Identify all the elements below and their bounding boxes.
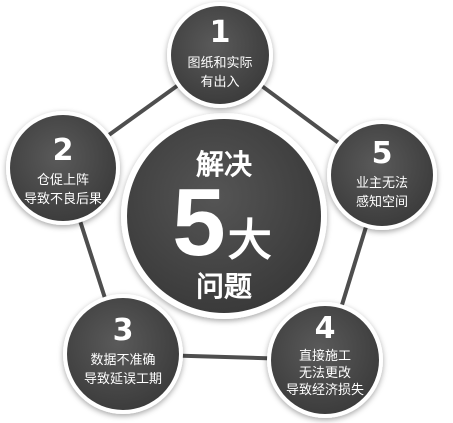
node-1-line-2: 有出入 (200, 75, 239, 90)
node-4: 4 直接施工 无法更改 导致经济损失 (267, 302, 383, 418)
node-1: 1 图纸和实际 有出入 (167, 2, 273, 108)
node-2-line-1: 仓促上阵 (37, 173, 89, 188)
node-2-number: 2 (53, 133, 74, 168)
node-2-line-2: 导致不良后果 (24, 191, 102, 207)
node-2: 2 仓促上阵 导致不良后果 (6, 111, 120, 225)
node-3-number: 3 (113, 313, 134, 348)
center-circle: 解决 5大 问题 (121, 113, 327, 319)
node-3-line-1: 数据不准确 (90, 353, 155, 368)
center-big-text: 5大 (172, 169, 271, 276)
center-line1: 解决 (196, 148, 252, 181)
node-1-line-1: 图纸和实际 (187, 56, 252, 71)
center-line3: 问题 (196, 270, 252, 303)
node-4-number: 4 (315, 311, 336, 346)
node-5-line-1: 业主无法 (356, 176, 408, 191)
node-4-line-2: 无法更改 (299, 366, 351, 381)
node-5-line-2: 感知空间 (356, 194, 408, 210)
node-5-number: 5 (372, 136, 393, 171)
node-1-number: 1 (210, 15, 231, 50)
node-5: 5 业主无法 感知空间 (327, 120, 437, 230)
center-big-number: 5 (172, 169, 225, 276)
center-big-char: 大 (228, 215, 272, 266)
node-4-line-3: 导致经济损失 (286, 383, 364, 398)
node-4-line-1: 直接施工 (299, 348, 351, 364)
node-3: 3 数据不准确 导致延误工期 (63, 294, 183, 414)
node-3-line-2: 导致延误工期 (84, 372, 162, 387)
